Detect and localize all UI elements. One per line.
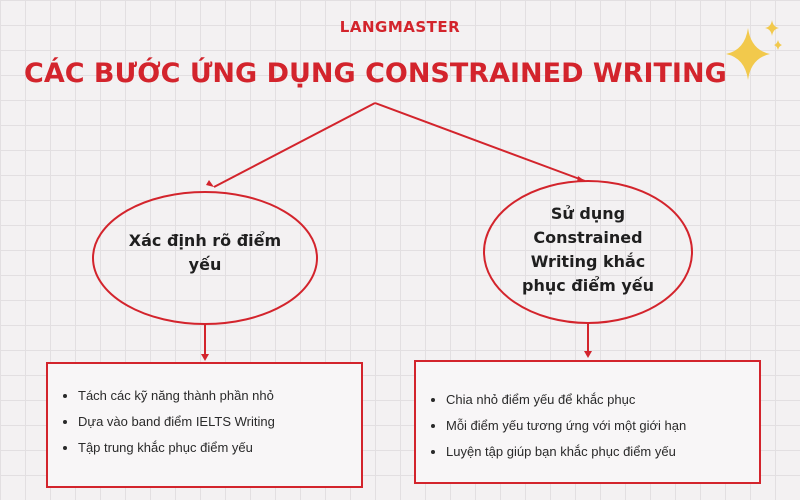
sparkle-icon [726,20,782,80]
arrowhead-icon [584,351,592,358]
list-item: Mỗi điểm yếu tương ứng với một giới hạn [446,418,759,434]
node-right-label: Sử dụng Constrained Writing khắc phục đi… [490,202,686,298]
node-left-line: Xác định rõ điểm [128,231,282,250]
list-item: Tách các kỹ năng thành phần nhỏ [78,388,361,404]
ellipse-node-right [483,180,693,324]
list-item: Luyện tập giúp bạn khắc phục điểm yếu [446,444,759,460]
list-item: Dựa vào band điểm IELTS Writing [78,414,361,430]
node-right-line: Sử dụng [550,204,626,223]
list-item: Chia nhỏ điểm yếu để khắc phục [446,392,759,408]
bullet-list: Tách các kỹ năng thành phần nhỏ Dựa vào … [48,388,361,456]
ellipse-node-left [92,191,318,325]
list-item: Tập trung khắc phục điểm yếu [78,440,361,456]
page-title: CÁC BƯỚC ỨNG DỤNG CONSTRAINED WRITING [24,58,727,89]
node-right-line: Constrained [533,228,643,247]
steps-box-left: Tách các kỹ năng thành phần nhỏ Dựa vào … [46,362,363,488]
steps-box-right: Chia nhỏ điểm yếu để khắc phục Mỗi điểm … [414,360,761,484]
connector-line-left [213,102,376,188]
node-left-label: Xác định rõ điểm yếu [100,229,310,277]
node-right-line: phục điểm yếu [522,276,654,295]
arrowhead-icon [201,354,209,361]
brand-logo: LANGMASTER [339,18,461,36]
arrowhead-icon [206,180,214,187]
node-right-line: Writing khắc [530,252,646,271]
bullet-list: Chia nhỏ điểm yếu để khắc phục Mỗi điểm … [416,392,759,460]
node-left-line: yếu [188,255,222,274]
connector-line-right [374,102,586,182]
